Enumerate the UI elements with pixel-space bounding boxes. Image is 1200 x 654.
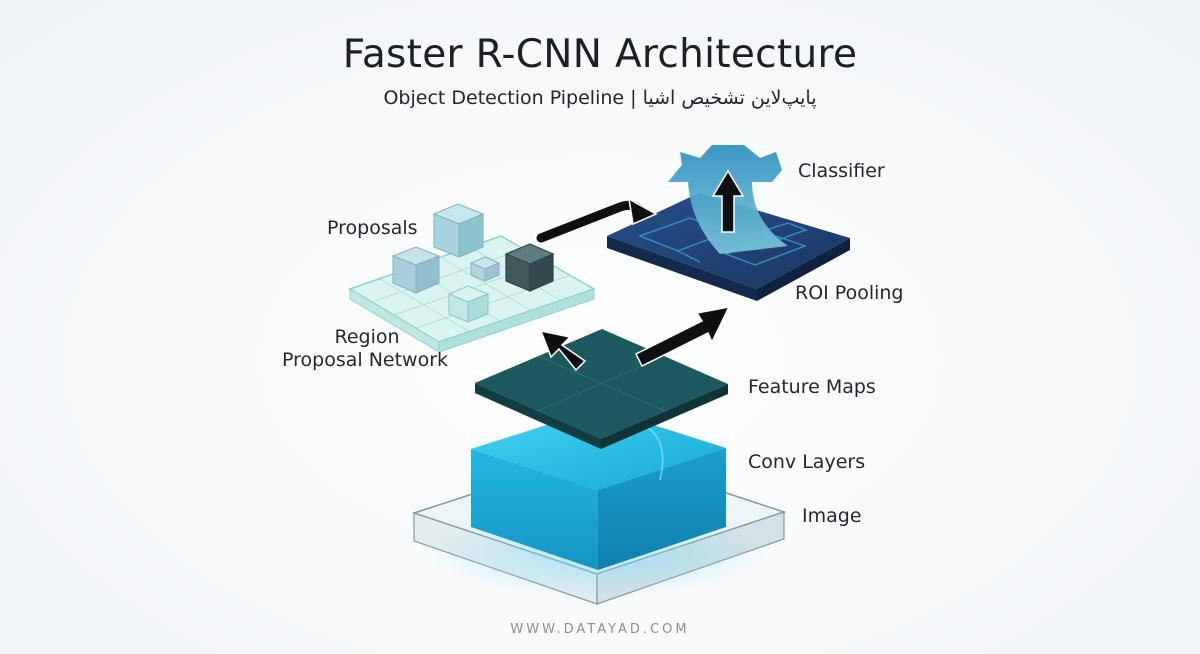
proposals-label: Proposals bbox=[327, 217, 418, 239]
image-label: Image bbox=[802, 505, 862, 527]
roi-pooling-label: ROI Pooling bbox=[795, 282, 904, 304]
feature-maps-layer bbox=[475, 329, 728, 449]
rpn-label-line2: Proposal Network bbox=[282, 349, 449, 371]
conv-layers-block bbox=[471, 408, 726, 570]
proposal-cube bbox=[391, 246, 441, 294]
classifier-label: Classifier bbox=[798, 160, 885, 182]
arrow-rpn-to-roi bbox=[534, 197, 658, 245]
page-title: Faster R-CNN Architecture bbox=[342, 32, 858, 77]
conv-layers-label: Conv Layers bbox=[748, 451, 866, 473]
rpn-label-line1: Region bbox=[334, 326, 400, 348]
proposal-cube bbox=[432, 203, 485, 258]
arrow-feature-to-rpn bbox=[539, 329, 587, 372]
arrow-roi-to-classifier bbox=[711, 169, 745, 233]
arrow-feature-to-roi bbox=[634, 305, 731, 368]
page-subtitle: Object Detection Pipeline | پایپ‌لاین تش… bbox=[383, 87, 817, 109]
feature-maps-label: Feature Maps bbox=[748, 376, 876, 398]
proposal-cube bbox=[469, 256, 501, 282]
proposal-cube bbox=[447, 285, 490, 323]
proposal-cube-selected bbox=[504, 243, 555, 292]
footer-site: WWW.DATAYAD.COM bbox=[510, 622, 690, 637]
